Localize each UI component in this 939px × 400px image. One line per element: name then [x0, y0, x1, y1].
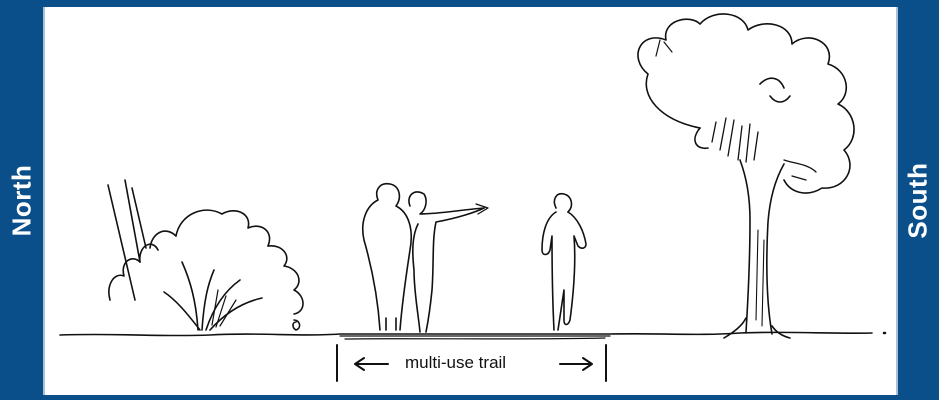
shrub-sketch	[108, 180, 303, 330]
dimension-arrow-right	[560, 358, 592, 370]
couple-pointing-figures	[363, 184, 488, 332]
jogger-figure	[542, 194, 586, 330]
dimension-arrow-left	[355, 358, 388, 370]
trail-surface	[340, 336, 610, 339]
tree-sketch	[638, 14, 854, 338]
ground-line	[60, 332, 872, 335]
trail-label: multi-use trail	[405, 353, 506, 373]
